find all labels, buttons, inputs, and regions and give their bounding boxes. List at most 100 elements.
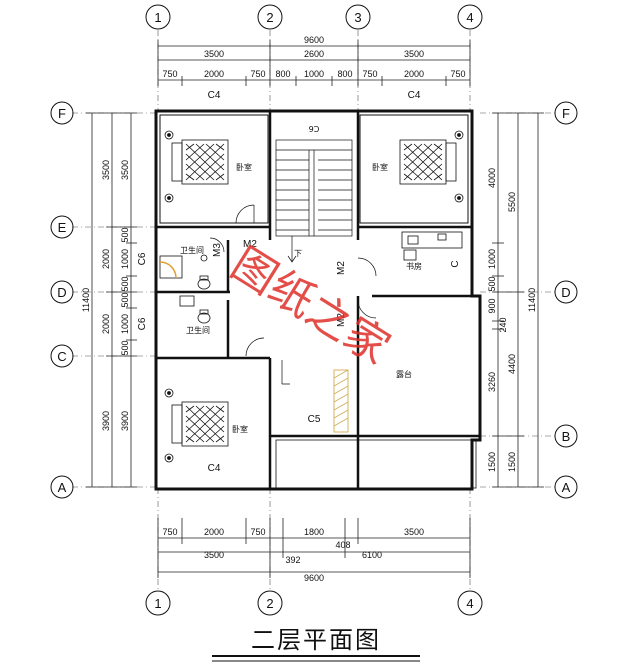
dim-right-mid-1: 5500 [507,192,517,212]
window-c6-upper: C6 [137,252,148,265]
dim-bottom-detail-2: 2000 [204,527,224,537]
dim-bottom-mid-1: 3500 [204,550,224,560]
dim-top-detail-8: 2000 [404,69,424,79]
dim-right-detail-3: 500 [487,276,497,291]
watermark: 图纸之家 [222,238,398,375]
dim-right-detail-7: 1500 [487,452,497,472]
room-study: 书房 [406,261,422,271]
stair-window-label: C6 [309,124,320,133]
staircase [275,139,353,263]
dim-left-detail-2: 500 [120,227,130,242]
stair-down-label: 下 [294,249,302,258]
dim-top-mid-3: 3500 [404,49,424,59]
dim-top-detail-1: 750 [162,69,177,79]
room-bathroom-lower: 卫生间 [186,325,210,335]
dim-bottom-mid-3: 408 [335,540,350,550]
svg-text:1: 1 [154,596,161,611]
dim-top-detail-3: 750 [250,69,265,79]
grid-bubble-left-F: F [50,101,74,125]
grid-bubble-left-C: C [50,344,74,368]
door-m2-a: M2 [243,239,257,250]
dim-left-mid-3: 2000 [101,314,111,334]
svg-text:1: 1 [154,10,161,25]
grid-bubble-left-E: E [50,215,74,239]
dim-top-mid-2: 2600 [304,49,324,59]
window-c6-lower: C6 [137,317,148,330]
grid-bubble-right-B: B [554,424,578,448]
bed-top-right [399,130,464,203]
svg-text:图纸之家: 图纸之家 [222,238,398,375]
window-c4-top-left: C4 [208,90,221,101]
dim-top-detail-7: 750 [362,69,377,79]
study-desk [401,231,463,261]
dim-right-total: 11400 [527,288,537,312]
grid-bubble-top-1: 1 [145,4,171,30]
balcony-rail [275,369,477,489]
dim-left-mid-1: 3500 [101,160,111,180]
dim-top-total: 9600 [304,35,324,45]
svg-text:4: 4 [466,596,473,611]
svg-text:F: F [58,106,66,121]
window-c4-bottom: C4 [208,463,221,474]
door-m3: M3 [212,243,223,257]
svg-text:F: F [562,106,570,121]
dim-top-detail-6: 800 [337,69,352,79]
dim-right-detail-4: 900 [487,298,497,313]
dim-bottom-detail-3: 750 [250,527,265,537]
dim-left-detail-3: 1000 [120,249,130,269]
dim-right-detail-6: 3260 [487,372,497,392]
bed-top-left [164,130,229,203]
dim-right-mid-2: 4400 [507,354,517,374]
dim-bottom-mid-2: 392 [285,555,300,565]
svg-text:D: D [57,285,66,300]
dim-top-detail-9: 750 [450,69,465,79]
dim-left-mid-2: 2000 [101,249,111,269]
svg-text:C: C [57,349,66,364]
room-bedroom-top-right: 卧室 [372,162,388,172]
room-bathroom-upper: 卫生间 [180,245,204,255]
room-terrace: 露台 [396,369,412,379]
dim-bottom-detail-5: 3500 [404,527,424,537]
dim-left-total: 11400 [81,288,91,312]
dim-right-detail-5: 240 [498,317,508,332]
grid-bubble-left-A: A [50,475,74,499]
top-dimensions: 9600 3500 2600 3500 750 2000 750 800 100… [157,35,471,86]
grid-bubble-bottom-1: 1 [145,590,171,616]
window-c4-top-right: C4 [408,90,421,101]
dim-bottom-detail-1: 750 [162,527,177,537]
right-dimensions: 4000 1000 500 900 240 3260 1500 5500 440… [487,112,544,488]
dim-left-detail-7: 500 [120,340,130,355]
grid-bubble-left-D: D [50,280,74,304]
svg-text:D: D [561,285,570,300]
dim-top-detail-4: 800 [275,69,290,79]
dim-left-detail-4: 500 [120,276,130,291]
svg-text:3: 3 [354,10,361,25]
dim-top-detail-2: 2000 [204,69,224,79]
door-m2-b: M2 [336,261,347,275]
grid-bubble-bottom-2: 2 [257,590,283,616]
drawing-title: 二层平面图 [251,626,381,654]
grid-bubble-right-A: A [554,475,578,499]
dim-top-mid-1: 3500 [204,49,224,59]
dim-left-mid-4: 3900 [101,411,111,431]
door-m2-c: M2 [336,313,347,327]
bed-bottom-left [164,388,229,463]
grid-bubble-right-F: F [554,101,578,125]
dim-right-detail-2: 1000 [487,249,497,269]
grid-bubble-top-3: 3 [345,4,371,30]
bath-lower-fixtures [179,295,211,324]
grid-bubble-right-D: D [554,280,578,304]
svg-text:2: 2 [266,10,273,25]
svg-text:2: 2 [266,596,273,611]
bath-upper-fixtures [159,254,211,290]
dim-bottom-mid-4: 6100 [362,550,382,560]
room-bedroom-top-left: 卧室 [236,162,252,172]
svg-text:B: B [562,429,571,444]
grid-bubble-top-2: 2 [257,4,283,30]
window-c5: C5 [308,414,321,425]
dim-top-detail-5: 1000 [304,69,324,79]
dim-left-detail-8: 3900 [120,411,130,431]
dim-left-detail-1: 3500 [120,160,130,180]
grid-bubble-top-4: 4 [457,4,483,30]
